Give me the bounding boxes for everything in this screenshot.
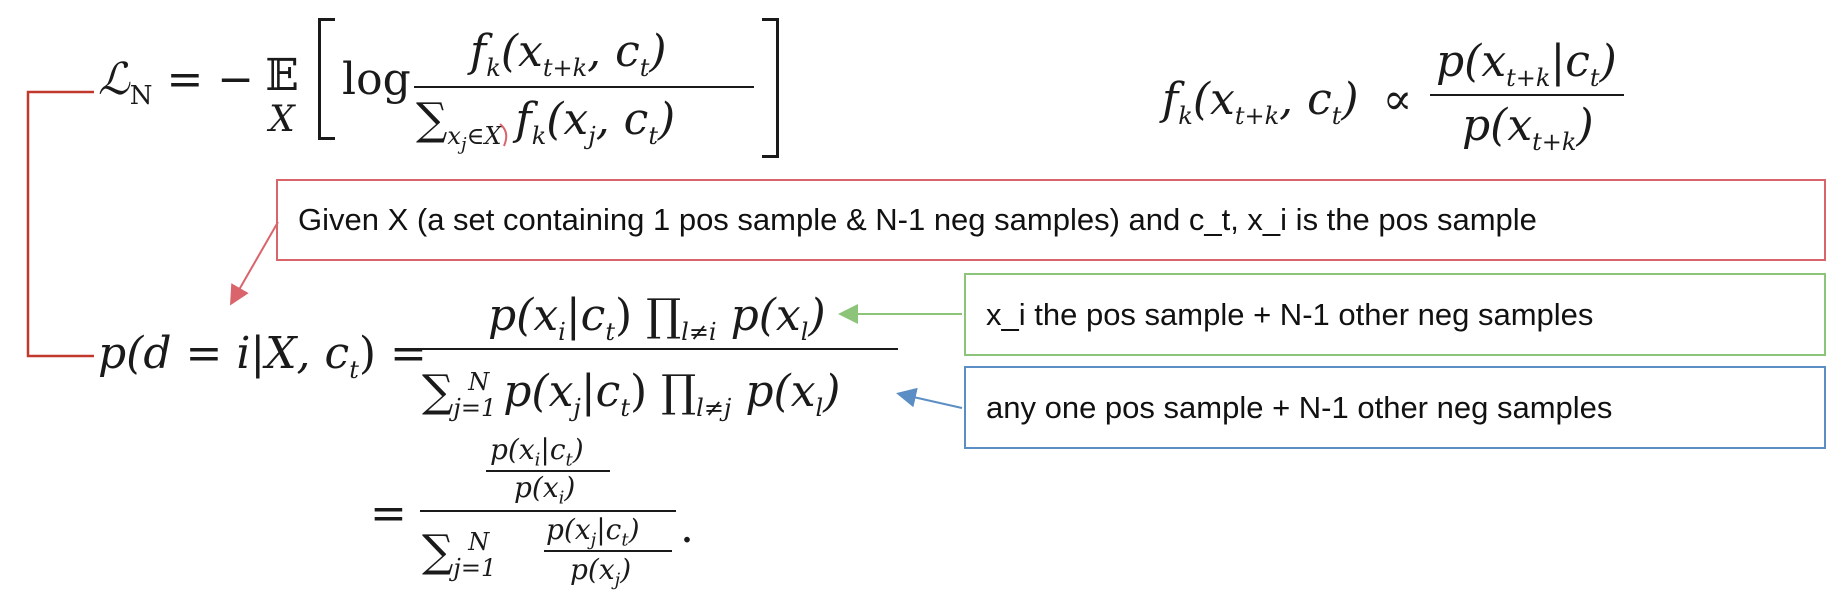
numerator-note: x_i the pos sample + N-1 other neg sampl… xyxy=(964,273,1826,356)
red-arrow xyxy=(230,221,279,306)
proportional-lhs: fk(xt+k, ct) ∝ xyxy=(1162,74,1413,130)
simplified-top-fraction-line xyxy=(486,470,610,472)
left-bracket xyxy=(318,18,335,140)
posterior-numerator: p(xi|ct) ∏l≠i p(xl) xyxy=(488,290,826,346)
given-x-note: Given X (a set containing 1 pos sample &… xyxy=(276,179,1826,261)
loss-numerator: fk(xt+k, ct) xyxy=(470,26,667,82)
simplified-denominator-sum: ∑j=1N xyxy=(422,526,497,582)
simplified-fraction-line xyxy=(420,510,676,512)
proportional-fraction-line xyxy=(1430,94,1624,96)
simplified-inner-numerator: p(xj|ct) xyxy=(546,513,640,551)
loss-equals: = − xyxy=(166,54,255,105)
posterior-fraction-line xyxy=(420,348,898,350)
simplified-inner-denominator: p(xj) xyxy=(570,553,632,591)
simplified-top-denominator: p(xi) xyxy=(514,471,576,509)
loss-fraction-line xyxy=(414,86,754,88)
expectation-operator: 𝔼 X xyxy=(262,54,302,138)
denominator-note-text: any one pos sample + N-1 other neg sampl… xyxy=(986,389,1613,425)
proportional-numerator: p(xt+k|ct) xyxy=(1436,36,1617,92)
loss-subscript: N xyxy=(129,80,153,111)
loss-symbol: ℒ xyxy=(98,54,130,105)
proportional-symbol: ∝ xyxy=(1382,74,1413,125)
denominator-note: any one pos sample + N-1 other neg sampl… xyxy=(964,366,1826,449)
log-operator: log xyxy=(342,54,411,105)
proportional-denominator: p(xt+k) xyxy=(1462,100,1594,156)
simplified-equals: = xyxy=(370,488,407,539)
simplified-inner-fraction-line xyxy=(544,550,672,552)
simplified-period: . xyxy=(680,502,694,553)
simplified-top-numerator: p(xi|ct) xyxy=(490,433,584,471)
red-pen-mark xyxy=(499,123,508,147)
expectation-subscript: X xyxy=(269,99,295,140)
posterior-lhs: p(d = i|X, ct) = xyxy=(98,328,427,384)
red-link-bracket xyxy=(26,90,94,358)
numerator-note-text: x_i the pos sample + N-1 other neg sampl… xyxy=(986,296,1594,332)
blue-arrow xyxy=(896,387,963,409)
loss-equation: ℒN = − xyxy=(98,58,254,109)
posterior-denominator: ∑j=1N p(xj|ct) ∏l≠j p(xl) xyxy=(422,366,841,422)
expectation-symbol: 𝔼 xyxy=(265,50,299,101)
given-x-note-text: Given X (a set containing 1 pos sample &… xyxy=(298,202,1537,237)
loss-denominator: ∑xj∈X fk(xj, ct) xyxy=(416,94,676,155)
right-bracket xyxy=(762,18,779,158)
